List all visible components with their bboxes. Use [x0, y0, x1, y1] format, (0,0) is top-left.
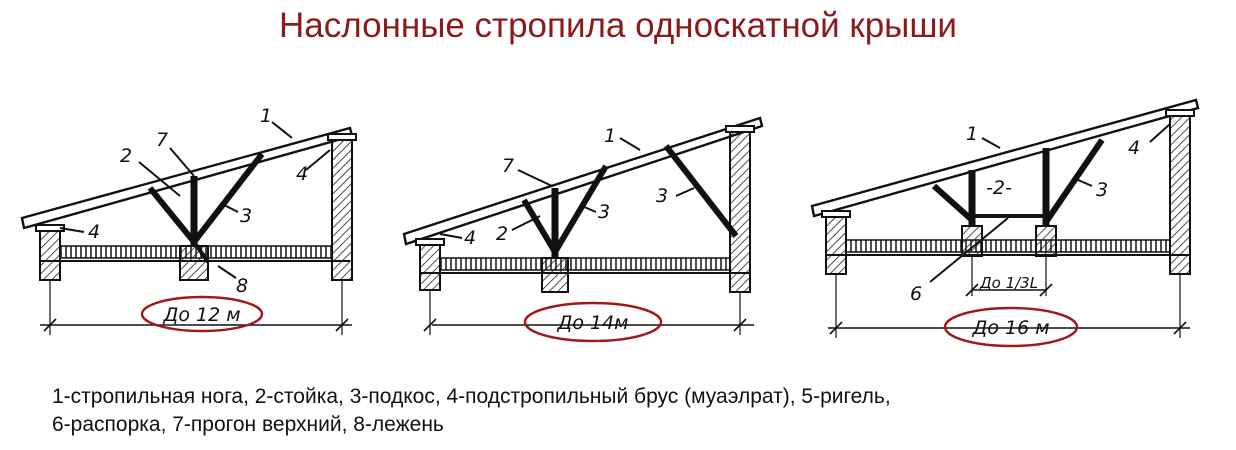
label-3: 3 [598, 201, 610, 223]
label-2: -2- [986, 177, 1012, 199]
page-title: Наслонные стропила односкатной крыши [279, 6, 957, 45]
span-label-2: До 14м [556, 312, 628, 334]
label-6: 6 [910, 283, 922, 305]
label-4: 4 [88, 221, 100, 243]
left-wall-2 [419, 243, 441, 291]
figure-3 [810, 98, 1200, 338]
legend-line-2: 6-распорка, 7-прогон верхний, 8-лежень [52, 413, 444, 436]
strut-2c [663, 144, 739, 238]
label-4: 4 [464, 227, 476, 249]
figure-3-labels: 1 4 -2- 3 6 До 1/3L До 16 м [910, 123, 1140, 348]
strut-3b [1043, 138, 1105, 224]
label-3: 3 [240, 205, 252, 227]
right-wall-1 [331, 137, 353, 281]
figure-2 [402, 116, 764, 335]
label-4: 4 [296, 163, 308, 185]
legend-caption: 1-стропильная нога, 2-стойка, 3-подкос, … [52, 383, 1212, 439]
figure-1-labels: 1 2 7 3 4 4 8 До 12 м [88, 105, 308, 333]
label-4: 4 [1128, 137, 1140, 159]
right-wall-3 [1169, 115, 1191, 275]
figure-2-labels: 1 7 2 3 3 4 До 14м [464, 125, 668, 343]
strut-2a [521, 198, 558, 254]
block-3b [1035, 225, 1057, 257]
label-2: 2 [496, 223, 508, 245]
left-wall-3 [825, 215, 847, 275]
label-2: 2 [120, 145, 132, 167]
span-highlight-3 [943, 306, 1079, 348]
sub-span-label-3: До 1/3L [979, 274, 1038, 292]
span-highlight-1 [140, 295, 264, 333]
rafter-2 [402, 116, 764, 246]
strut-3a [931, 183, 975, 223]
sleeper-1 [179, 245, 209, 281]
label-3: 3 [1096, 179, 1108, 201]
slab-2 [439, 257, 731, 271]
right-wall-2 [729, 131, 751, 293]
label-7: 7 [502, 155, 514, 177]
label-3: 3 [656, 185, 668, 207]
strut-2b [552, 164, 609, 254]
strut-1b [191, 152, 265, 244]
figure-1 [20, 121, 357, 335]
strut-1a [147, 186, 197, 244]
span-label-1: До 12 м [162, 304, 240, 326]
sleeper-2 [541, 257, 569, 293]
span-highlight-2 [523, 301, 663, 343]
label-1: 1 [966, 123, 978, 145]
label-7: 7 [156, 129, 168, 151]
label-1: 1 [604, 125, 616, 147]
slab-3 [845, 239, 1171, 253]
label-8: 8 [236, 275, 248, 297]
rafter-3 [810, 98, 1200, 218]
left-wall-1 [39, 229, 61, 281]
span-label-3: До 16 м [971, 317, 1049, 339]
legend-line-1: 1-стропильная нога, 2-стойка, 3-подкос, … [52, 385, 891, 408]
label-1: 1 [260, 105, 272, 127]
